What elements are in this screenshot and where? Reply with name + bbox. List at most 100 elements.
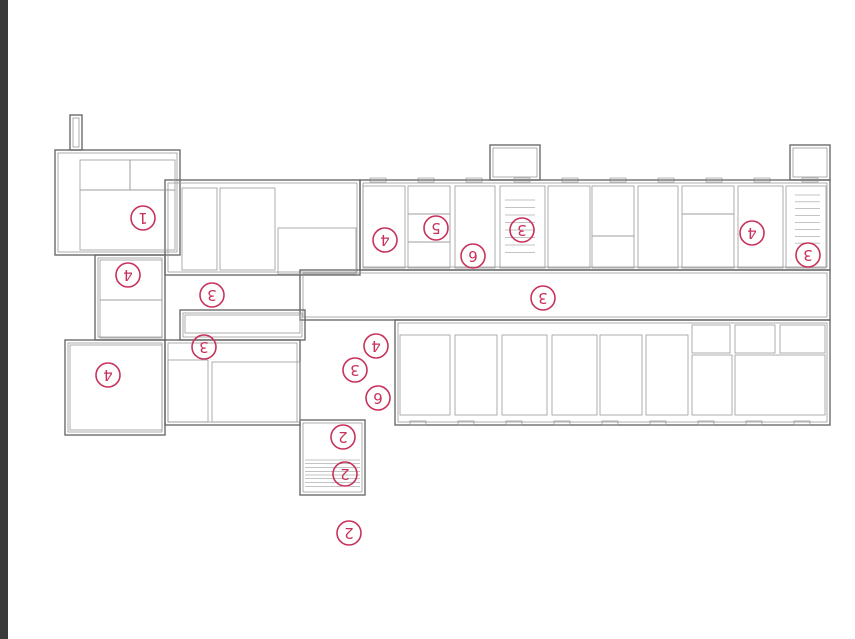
marker-circle [191, 334, 217, 360]
room-marker: 4 [372, 227, 398, 253]
room [501, 334, 548, 416]
marker-label: 2 [344, 524, 354, 542]
outer-wall [299, 419, 366, 496]
inner-wall [492, 147, 538, 178]
room-marker: 1 [130, 205, 156, 231]
marker-circle [342, 357, 368, 383]
room [167, 359, 209, 423]
outer-wall [94, 254, 166, 341]
inner-wall [167, 342, 298, 423]
outer-wall [69, 114, 83, 151]
marker-circle [95, 362, 121, 388]
room [211, 361, 301, 423]
marker-circle [363, 333, 389, 359]
outer-wall [359, 179, 831, 271]
outer-wall [54, 149, 181, 256]
room-marker: 3 [509, 217, 535, 243]
walls [54, 114, 831, 496]
room [79, 189, 176, 251]
room [407, 241, 451, 269]
window [417, 177, 435, 183]
room [181, 187, 218, 271]
marker-label: 3 [199, 338, 209, 356]
room [734, 324, 776, 354]
inner-wall [302, 422, 363, 493]
room-marker: 2 [336, 520, 362, 546]
room [99, 299, 163, 339]
window [465, 177, 483, 183]
marker-label: 1 [138, 209, 148, 227]
marker-circle [530, 285, 556, 311]
room [69, 344, 163, 431]
window [553, 420, 571, 426]
marker-circle [130, 205, 156, 231]
room [399, 334, 451, 416]
marker-label: 4 [123, 266, 133, 284]
inner-wall [57, 152, 178, 253]
room [637, 185, 679, 269]
marker-label: 3 [803, 246, 813, 264]
outer-wall [164, 339, 301, 426]
room-marker: 4 [115, 262, 141, 288]
room [645, 334, 689, 416]
left-frame-edge [0, 0, 8, 639]
window [705, 177, 723, 183]
window [369, 177, 387, 183]
room [362, 185, 406, 269]
room-marker: 2 [332, 461, 358, 487]
window [601, 420, 619, 426]
marker-circle [199, 282, 225, 308]
marker-label: 3 [538, 289, 548, 307]
marker-circle [372, 227, 398, 253]
window [561, 177, 579, 183]
window [457, 420, 475, 426]
window [801, 177, 819, 183]
outer-wall [489, 144, 541, 181]
room [551, 334, 598, 416]
room [277, 227, 357, 275]
room-marker: 4 [739, 220, 765, 246]
room [499, 185, 546, 269]
marker-label: 6 [373, 389, 383, 407]
room [219, 187, 276, 271]
room [454, 334, 498, 416]
room-marker: 3 [795, 242, 821, 268]
marker-label: 4 [371, 337, 381, 355]
marker-label: 6 [468, 247, 478, 265]
outer-wall [394, 319, 831, 426]
room [407, 185, 451, 215]
room [591, 235, 635, 269]
outer-wall [164, 179, 361, 276]
marker-circle [509, 217, 535, 243]
room-marker: 2 [330, 424, 356, 450]
room [779, 324, 826, 354]
marker-label: 2 [338, 428, 348, 446]
room [547, 185, 591, 269]
outer-wall [789, 144, 831, 181]
marker-circle [739, 220, 765, 246]
room-marker: 6 [365, 385, 391, 411]
inner-wall [302, 272, 828, 318]
marker-label: 3 [350, 361, 360, 379]
marker-circle [115, 262, 141, 288]
marker-label: 3 [517, 221, 527, 239]
room [737, 185, 784, 269]
room [184, 314, 301, 334]
window [609, 177, 627, 183]
window [505, 420, 523, 426]
marker-label: 3 [207, 286, 217, 304]
room [785, 185, 827, 269]
room [599, 334, 643, 416]
room [681, 185, 735, 215]
window [513, 177, 531, 183]
marker-label: 4 [380, 231, 390, 249]
marker-circle [365, 385, 391, 411]
window [697, 420, 715, 426]
marker-label: 4 [747, 224, 757, 242]
window [649, 420, 667, 426]
room-marker: 4 [363, 333, 389, 359]
inner-wall [67, 342, 163, 433]
room-marker: 6 [460, 243, 486, 269]
outer-wall [64, 339, 166, 436]
